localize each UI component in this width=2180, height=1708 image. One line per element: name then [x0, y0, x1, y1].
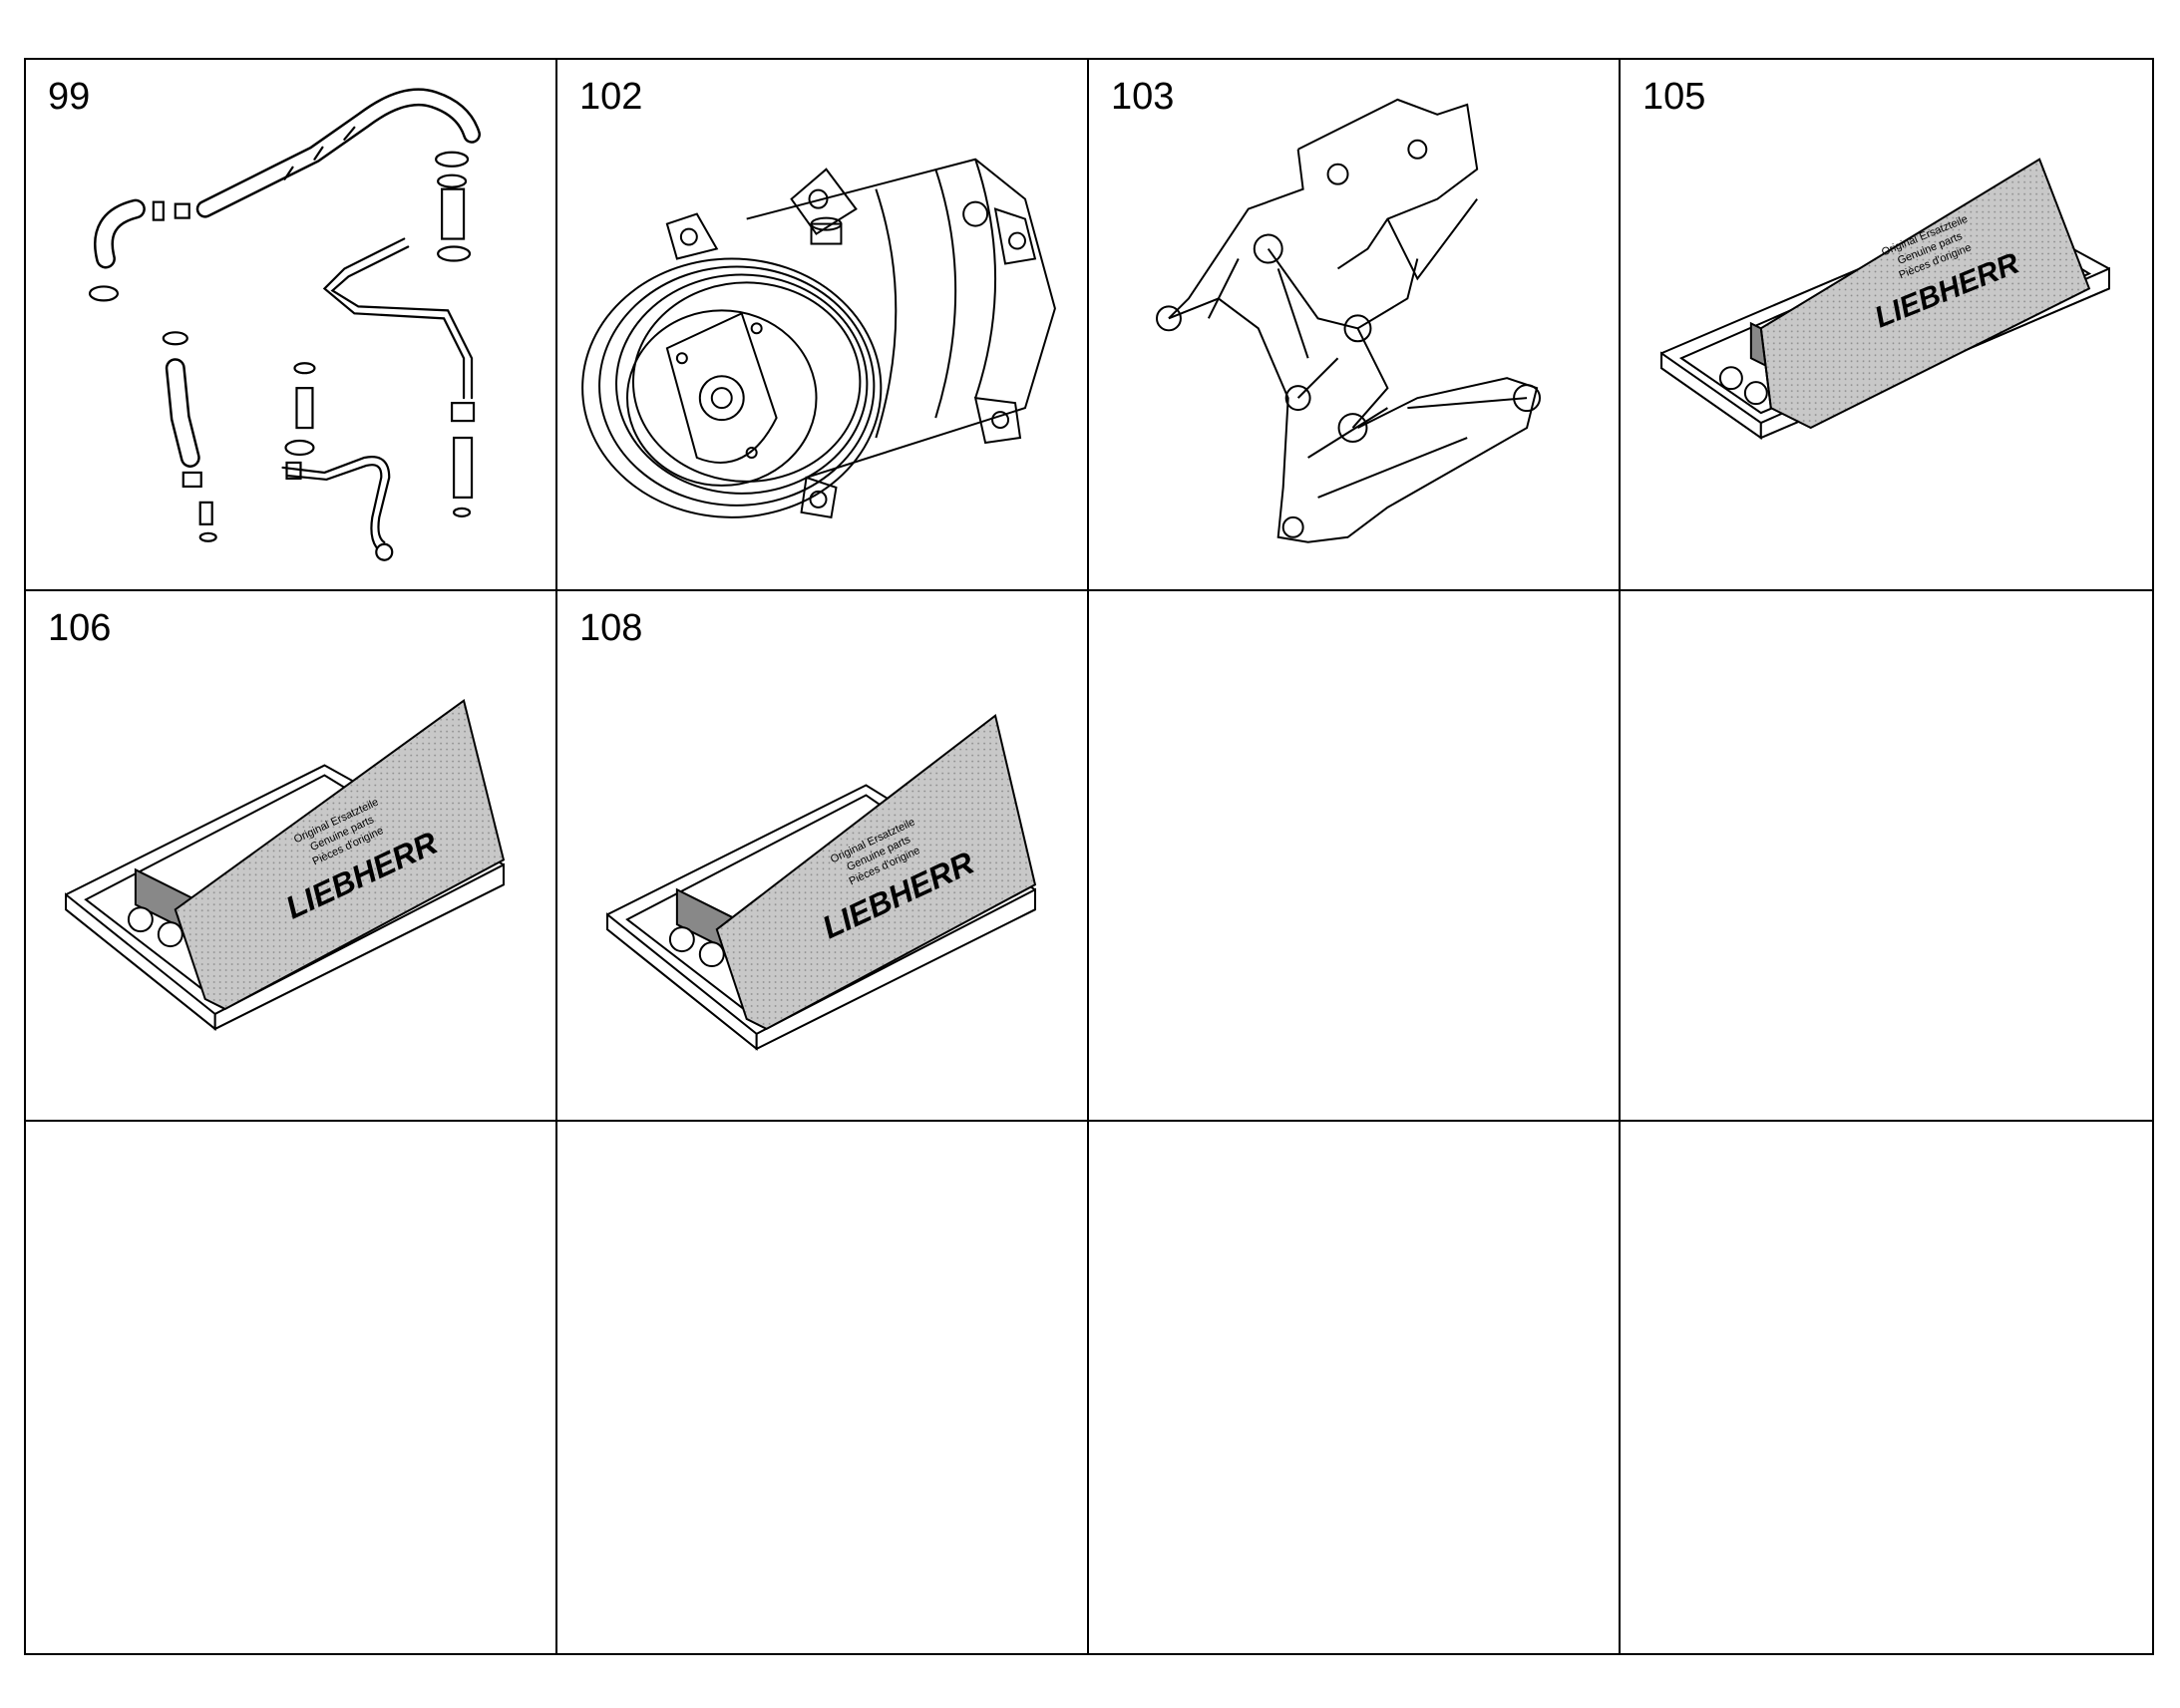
empty-cell: [1621, 1122, 2152, 1653]
empty-cell: [1621, 591, 2152, 1123]
part-cell-102[interactable]: 102: [557, 60, 1089, 591]
part-number: 99: [48, 76, 91, 118]
compressor-icon: [581, 158, 1056, 518]
empty-cell: [557, 1122, 1089, 1653]
part-number: 106: [48, 606, 112, 649]
parts-kit-box-icon: Original Ersatzteile Genuine parts Pièce…: [65, 698, 506, 1031]
bracket-icon: [1156, 98, 1542, 543]
part-cell-108[interactable]: 108 Original Ersatzteile Genuine: [557, 590, 1089, 1123]
part-number: 108: [579, 606, 643, 649]
parts-kit-box-icon: Original Ersatzteile Genuine parts Pièce…: [606, 713, 1037, 1051]
part-number: 105: [1642, 76, 1706, 118]
empty-cell: [1089, 590, 1621, 1123]
hose-kit-icon: [88, 88, 482, 561]
part-number: 102: [579, 76, 643, 118]
empty-cell: [26, 1122, 557, 1653]
part-cell-103[interactable]: 103: [1089, 60, 1621, 591]
part-cell-106[interactable]: 106 Original Ersatzteile Genuine: [26, 590, 557, 1123]
parts-grid: 99: [24, 58, 2154, 1655]
part-cell-105[interactable]: 105 Original Ersatzteile: [1621, 60, 2152, 591]
parts-kit-box-icon: Original Ersatzteile Genuine parts Pièce…: [1660, 158, 2110, 440]
empty-cell: [1089, 1122, 1621, 1653]
part-cell-99[interactable]: 99: [26, 60, 557, 591]
part-number: 103: [1111, 76, 1175, 118]
